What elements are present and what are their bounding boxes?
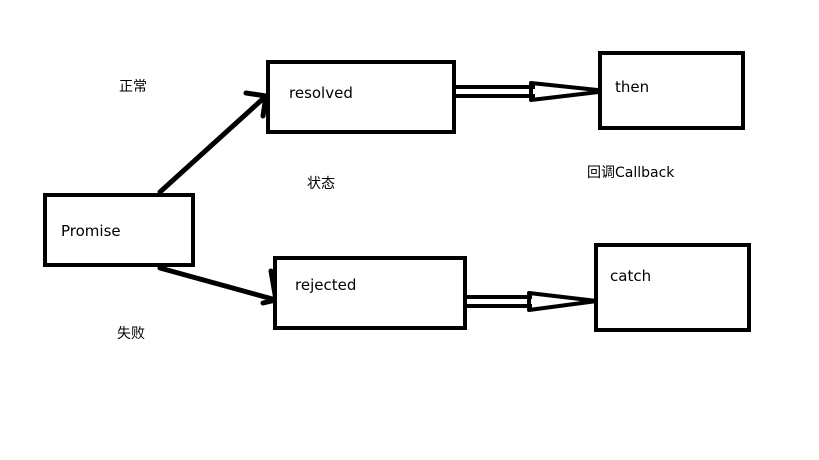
normal-note: 正常	[119, 79, 147, 95]
arrow-resolved-to-then	[455, 81, 609, 102]
promise-box: Promise	[43, 193, 195, 267]
resolved-label: resolved	[289, 84, 353, 102]
promise-label: Promise	[61, 222, 121, 240]
rejected-label: rejected	[295, 276, 357, 294]
rejected-box: rejected	[273, 256, 467, 330]
state-note: 状态	[307, 176, 335, 192]
failure-note: 失败	[117, 326, 145, 342]
arrow-rejected-to-catch	[466, 291, 599, 312]
then-box: then	[598, 51, 745, 130]
then-label: then	[615, 78, 650, 96]
arrow-promise-to-resolved	[157, 90, 269, 195]
resolved-box: resolved	[266, 60, 456, 134]
arrow-promise-to-rejected	[157, 265, 279, 306]
catch-label: catch	[610, 267, 652, 285]
callback-note: 回调Callback	[587, 165, 675, 181]
catch-box: catch	[594, 243, 751, 332]
